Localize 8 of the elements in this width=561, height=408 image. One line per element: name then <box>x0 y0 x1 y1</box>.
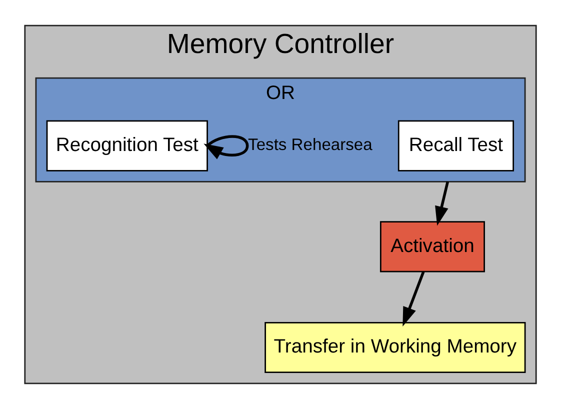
arrow <box>435 180 450 226</box>
arrow <box>204 134 249 159</box>
node-box: Transfer in Working Memory <box>264 321 526 373</box>
edge-label: Tests Rehearsea <box>248 134 372 154</box>
node-box: Activation <box>380 220 485 272</box>
node-box: Recall Test <box>398 120 514 171</box>
arrow <box>402 270 425 326</box>
node-box: Recognition Test <box>46 120 208 171</box>
